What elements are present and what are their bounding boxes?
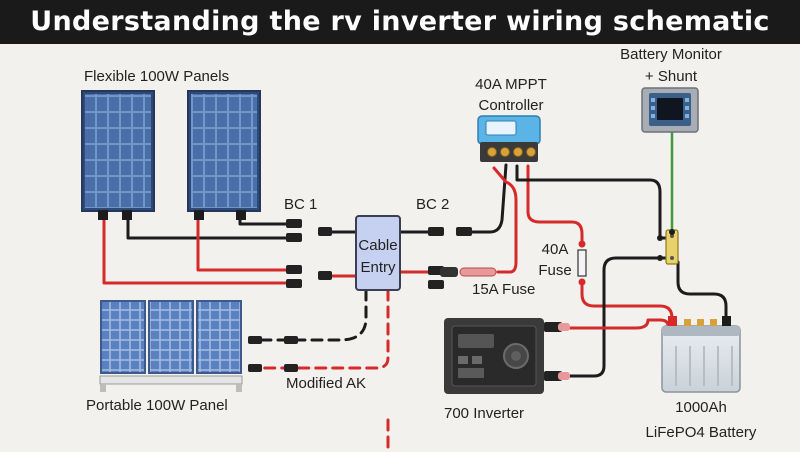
positive-dashed-wire <box>260 288 390 370</box>
battery-label-line2: LiFePO4 Battery <box>645 424 757 441</box>
battery-monitor-label-line2: + Shunt <box>644 68 698 85</box>
portable-solar-panel-icon <box>99 300 298 392</box>
page-title: Understanding the rv inverter wiring sch… <box>30 6 770 37</box>
lifepo4-battery-icon[interactable] <box>661 316 741 393</box>
bc2-label: BC 2 <box>416 196 450 213</box>
negative-wire <box>126 210 290 240</box>
portable-panel-label: Portable 100W Panel <box>86 397 228 414</box>
cable-entry-label-line1: Cable <box>358 237 398 254</box>
mppt-label-line1: 40A MPPT <box>475 76 547 93</box>
negative-wire <box>568 256 670 378</box>
cable-entry-label-line2: Entry <box>360 259 396 276</box>
negative-wire <box>468 163 508 234</box>
cable-entry-box-icon[interactable] <box>355 215 401 291</box>
positive-wire <box>568 318 670 330</box>
shunt-icon <box>665 229 679 265</box>
battery-label-line1: 1000Ah <box>675 399 727 416</box>
battery-monitor-icon[interactable] <box>641 87 699 133</box>
positive-wire <box>492 166 518 274</box>
positive-wire <box>102 210 290 285</box>
fuse-icon <box>577 240 587 286</box>
inverter-label: 700 Inverter <box>444 405 525 422</box>
bc1-label: BC 1 <box>284 196 318 213</box>
junction-dots <box>657 229 675 261</box>
mppt-label-line2: Controller <box>478 97 544 114</box>
flexible-solar-panel-icon <box>187 90 261 220</box>
fuse-icon <box>440 267 497 277</box>
fuse-15a-label: 15A Fuse <box>472 281 536 298</box>
battery-monitor-label-line1: Battery Monitor <box>620 46 722 63</box>
flexible-panels-label: Flexible 100W Panels <box>84 68 230 85</box>
flexible-solar-panel-icon <box>81 90 155 220</box>
bc2-connectors <box>428 227 472 289</box>
positive-wire <box>196 210 290 272</box>
negative-dashed-wire <box>260 288 368 342</box>
negative-wire <box>515 164 670 240</box>
title-banner: Understanding the rv inverter wiring sch… <box>0 0 800 44</box>
fuse-40a-label-line1: 40A <box>541 241 569 258</box>
negative-wire <box>238 210 290 226</box>
mppt-controller-icon[interactable] <box>477 115 541 162</box>
inverter-icon[interactable] <box>444 318 570 394</box>
positive-wire <box>580 280 674 320</box>
fuse-40a-label-line2: Fuse <box>538 262 572 279</box>
schematic-canvas <box>81 87 741 452</box>
positive-wire <box>526 164 584 248</box>
modified-ak-label: Modified AK <box>286 375 367 392</box>
negative-wire <box>676 260 728 320</box>
bc1-connectors <box>286 219 332 288</box>
